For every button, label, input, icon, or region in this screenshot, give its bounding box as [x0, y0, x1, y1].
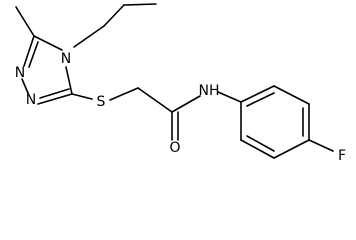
bond-n1-n2: [21, 78, 29, 94]
bond-ar-1: [240, 85, 275, 103]
bond-nh-aryl: [217, 91, 242, 103]
bond-ch2-carbonyl: [137, 87, 173, 113]
atom-sulfur: S: [97, 94, 106, 110]
molecule-canvas: N N N S NH O F: [15, 3, 346, 164]
structure-diagram: N N N S NH O F: [15, 3, 346, 164]
bond-c5-n4: [33, 35, 63, 51]
atom-fluorine: F: [338, 148, 346, 164]
atom-carbonyl-oxygen: O: [169, 140, 180, 156]
bond-c5-n1-double: [28, 41, 39, 68]
bond-ar-2: [273, 85, 310, 105]
bond-ar-f: [308, 139, 334, 152]
bond-ar-5: [240, 139, 275, 159]
atom-amide-nitrogen: NH: [199, 83, 220, 99]
bond-n2-c3-double: [39, 88, 70, 99]
bonds: [15, 3, 334, 159]
bond-s-ch2: [109, 87, 139, 101]
bond-n4-propyl: [73, 25, 105, 48]
bond-c5-n1: [23, 35, 35, 67]
bond-propyl-3: [123, 3, 157, 6]
bond-ar-4: [273, 139, 310, 159]
bond-ar-inner-1: [246, 92, 275, 107]
atom-n-ring-propyl: N: [61, 51, 71, 67]
atom-labels: N N N S NH O F: [15, 51, 346, 164]
atom-n-ring-bottom: N: [26, 92, 36, 108]
bond-c3-n4: [65, 66, 73, 95]
bond-ar-inner-3: [246, 135, 275, 152]
bond-propyl-2: [103, 4, 125, 27]
bond-c3-s: [71, 93, 93, 100]
atom-n-ring-top: N: [15, 65, 25, 81]
bond-methyl: [15, 6, 35, 37]
bond-n2-c3: [37, 93, 73, 105]
bond-carbonyl-nh: [171, 95, 201, 113]
